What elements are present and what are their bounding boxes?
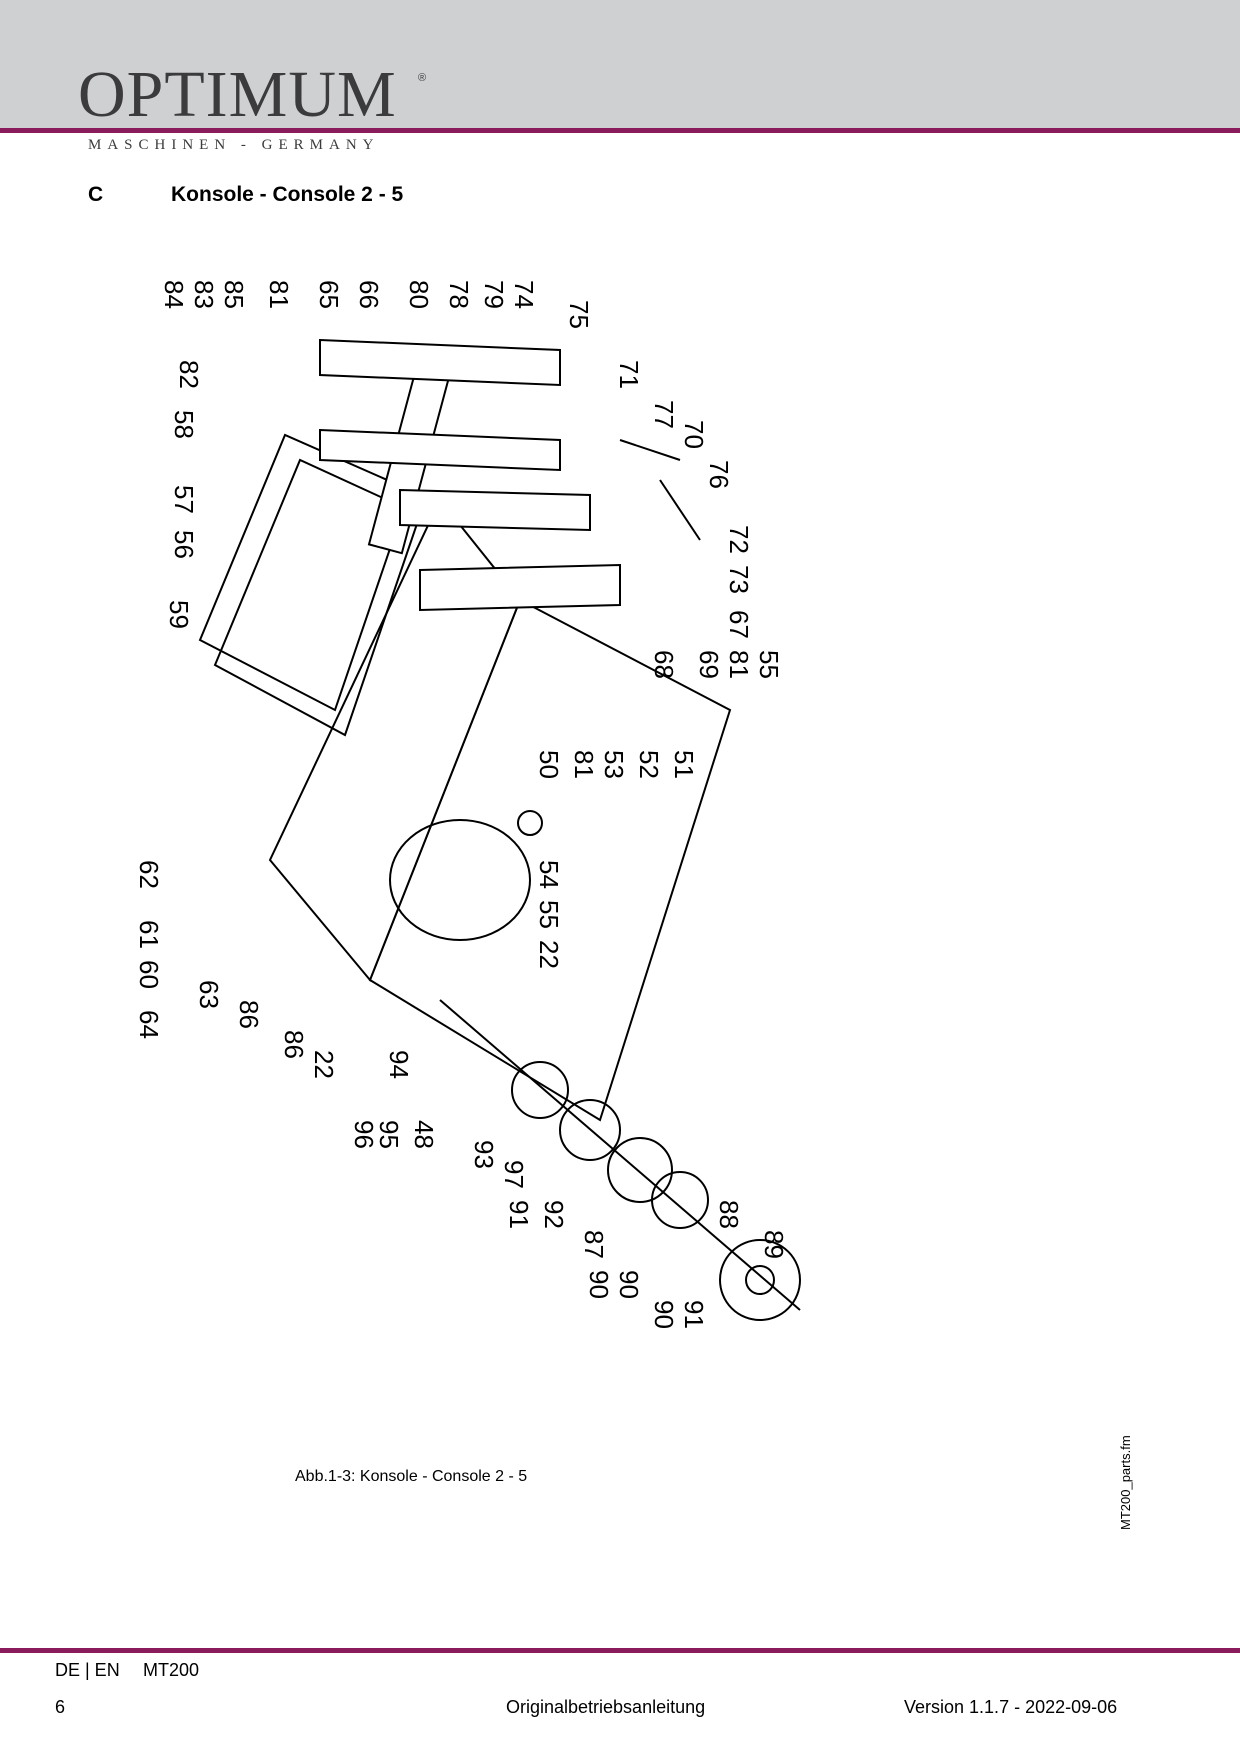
part-number-label: 85 <box>219 280 249 309</box>
part-number-label: 83 <box>189 280 219 309</box>
part-number-label: 96 <box>349 1120 379 1149</box>
footer-doc-type: Originalbetriebsanleitung <box>506 1697 706 1717</box>
part-number-label: 66 <box>354 280 384 309</box>
part-number-label: 86 <box>279 1030 309 1059</box>
part-number-label: 81 <box>569 750 599 779</box>
header-band <box>0 0 1240 128</box>
part-number-label: 90 <box>584 1270 614 1299</box>
part-number-label: 81 <box>264 280 294 309</box>
part-number-label: 86 <box>234 1000 264 1029</box>
part-number-label: 67 <box>724 610 754 639</box>
part-number-label: 65 <box>314 280 344 309</box>
part-number-label: 63 <box>194 980 224 1009</box>
part-number-label: 90 <box>614 1270 644 1299</box>
part-number-label: 55 <box>534 900 564 929</box>
footer-language: DE | EN <box>55 1660 120 1680</box>
part-number-label: 90 <box>649 1300 679 1329</box>
part-number-label: 57 <box>169 485 199 514</box>
registered-mark: ® <box>418 72 427 84</box>
part-number-label: 81 <box>724 650 754 679</box>
part-number-label: 22 <box>534 940 564 969</box>
section-title: Konsole - Console 2 - 5 <box>171 183 404 206</box>
part-number-label: 80 <box>404 280 434 309</box>
footer-model: MT200 <box>143 1660 200 1680</box>
part-number-label: 50 <box>534 750 564 779</box>
page-number: 6 <box>55 1697 66 1717</box>
figure-caption: Abb.1-3: Konsole - Console 2 - 5 <box>295 1468 528 1485</box>
part-number-label: 91 <box>504 1200 534 1229</box>
part-number-label: 68 <box>649 650 679 679</box>
part-number-label: 93 <box>469 1140 499 1169</box>
part-number-label: 78 <box>444 280 474 309</box>
part-number-label: 58 <box>169 410 199 439</box>
part-number-label: 61 <box>134 920 164 949</box>
part-number-label: 94 <box>384 1050 414 1079</box>
part-number-label: 62 <box>134 860 164 889</box>
part-number-label: 60 <box>134 960 164 989</box>
part-number-label: 59 <box>164 600 194 629</box>
part-number-label: 88 <box>714 1200 744 1229</box>
part-number-label: 56 <box>169 530 199 559</box>
brand-logo: OPTIMUM <box>78 58 397 131</box>
part-number-label: 53 <box>599 750 629 779</box>
part-number-label: 89 <box>759 1230 789 1259</box>
part-number-label: 92 <box>539 1200 569 1229</box>
part-number-label: 70 <box>679 420 709 449</box>
part-number-label: 76 <box>704 460 734 489</box>
part-number-label: 87 <box>579 1230 609 1259</box>
footer-divider <box>0 1648 1240 1653</box>
file-label: MT200_parts.fm <box>1118 1435 1133 1530</box>
part-number-label: 64 <box>134 1010 164 1039</box>
section-letter: C <box>88 183 104 206</box>
part-number-label: 55 <box>754 650 784 679</box>
part-number-label: 95 <box>374 1120 404 1149</box>
part-number-label: 22 <box>309 1050 339 1079</box>
header-divider <box>0 128 1240 133</box>
part-number-label: 84 <box>159 280 189 309</box>
part-number-label: 69 <box>694 650 724 679</box>
part-number-label: 52 <box>634 750 664 779</box>
part-number-label: 77 <box>649 400 679 429</box>
brand-tagline: MASCHINEN - GERMANY <box>88 137 380 153</box>
footer-version: Version 1.1.7 - 2022-09-06 <box>904 1697 1118 1717</box>
part-number-label: 97 <box>499 1160 529 1189</box>
part-number-label: 75 <box>564 300 594 329</box>
part-number-label: 72 <box>724 525 754 554</box>
part-number-label: 71 <box>614 360 644 389</box>
part-number-label: 48 <box>409 1120 439 1149</box>
part-number-label: 74 <box>509 280 539 309</box>
part-number-label: 51 <box>669 750 699 779</box>
part-number-label: 82 <box>174 360 204 389</box>
part-number-label: 79 <box>479 280 509 309</box>
part-number-label: 73 <box>724 565 754 594</box>
part-number-label: 91 <box>679 1300 709 1329</box>
part-number-label: 54 <box>534 860 564 889</box>
